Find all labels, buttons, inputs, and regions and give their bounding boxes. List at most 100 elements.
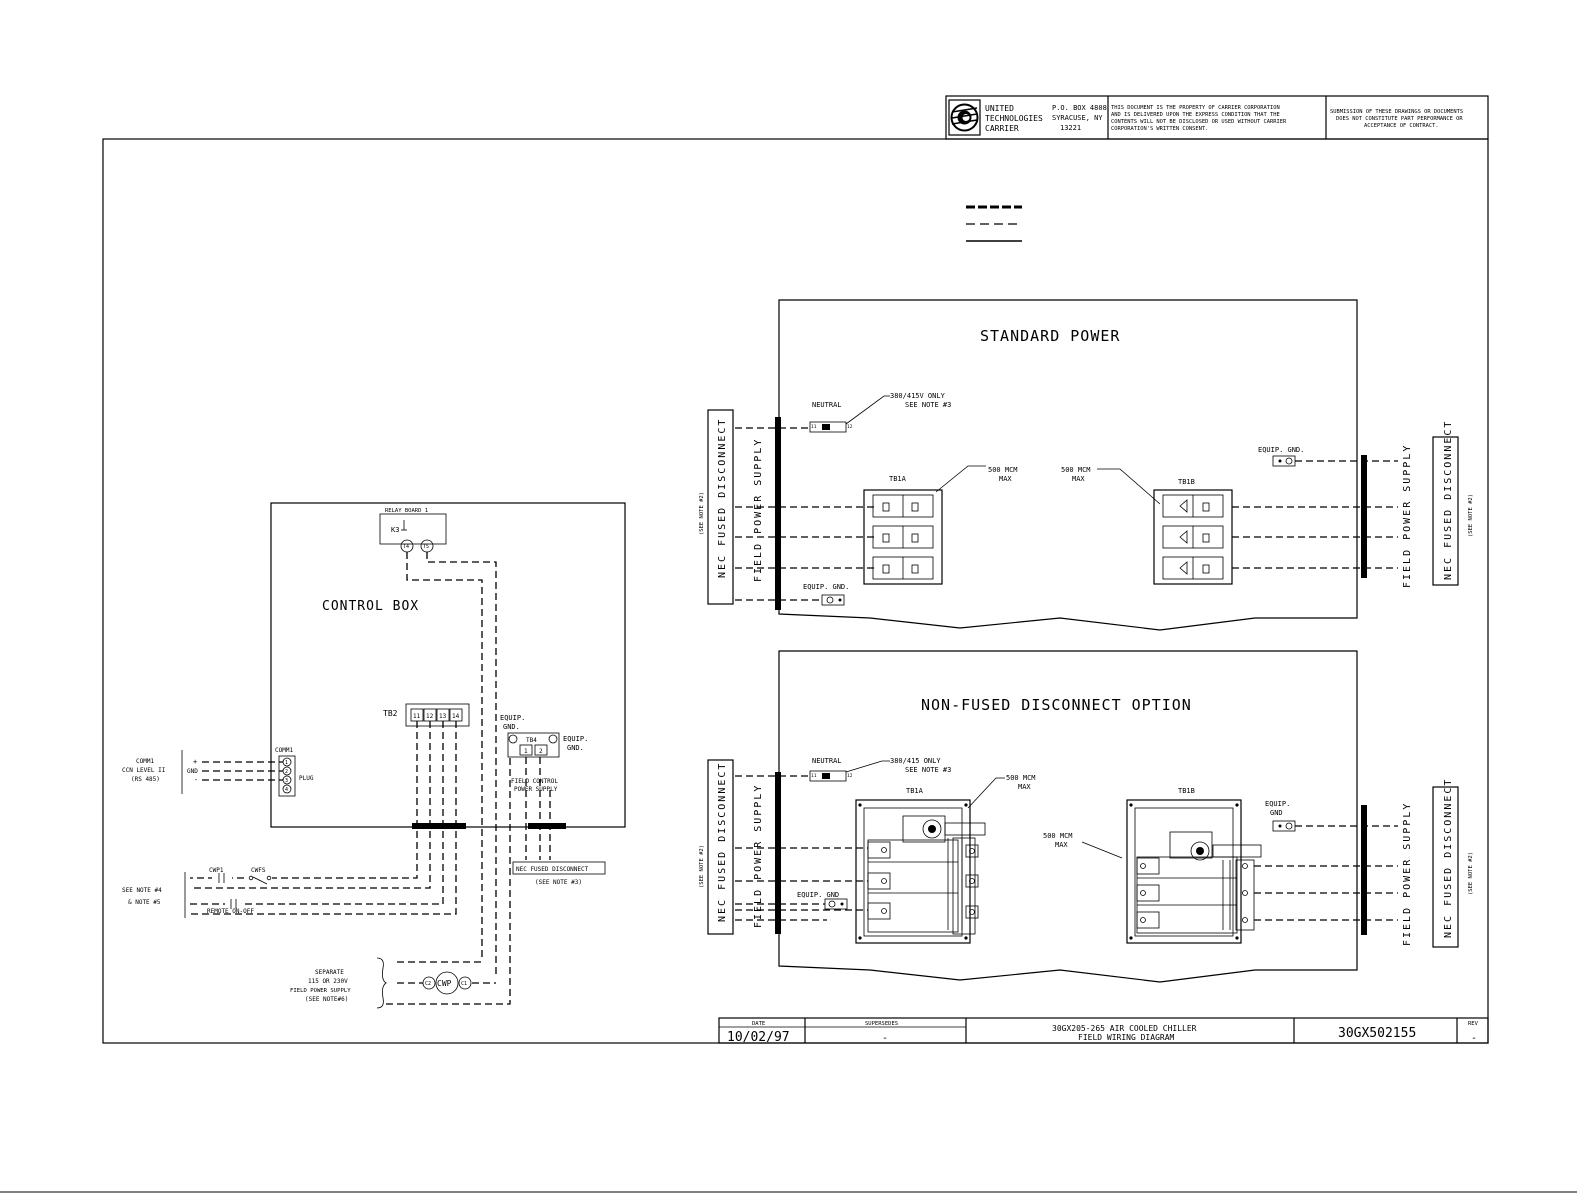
t4-label: T4 [403,544,409,550]
sp-left-disconnect-box [707,409,734,605]
sp-right-disconnect-box [1432,436,1459,586]
sp-volt-note-2: SEE NOTE #3 [905,401,951,409]
see-note4-line1: SEE NOTE #4 [122,887,162,894]
ccn-comm-wiring: COMM1 CCN LEVEL II (RS 485) + GND - [122,750,283,794]
address-line-3: 13221 [1060,124,1081,132]
relay-board-label: RELAY BOARD 1 [385,508,428,514]
tb4-label: TB4 [526,737,537,744]
plug-label: PLUG [299,775,314,782]
nf-equip-gnd-left: EQUIP. GND [797,891,839,899]
ccn-line-2: CCN LEVEL II [122,767,166,774]
company-line-2: TECHNOLOGIES [985,114,1043,123]
nf-right-disconnect-box [1432,786,1459,948]
interlock-contacts: CWP1 CWFS SEE NOTE #4 & NOTE #5 REMOTE O… [122,867,272,918]
sp-tb1a-lugs [872,494,934,580]
nf-tb1a-switch [855,799,986,944]
k3-label: K3 [391,526,399,534]
tb2-term-14: 14 [452,713,460,720]
property-line-4: CORPORATION'S WRITTEN CONSENT. [1111,126,1208,132]
see-note4-line2: & NOTE #5 [128,899,161,906]
comm-term-4: 4 [285,787,288,793]
standard-power-title: STANDARD POWER [980,327,1120,345]
sp-right-note: (SEE NOTE #2) [1468,494,1474,537]
cwp-label: CWP [437,979,452,988]
sp-volt-note-1: 380/415V ONLY [890,392,946,400]
nf-mcm-a-line2: MAX [1018,783,1031,791]
address-line-2: SYRACUSE, NY [1052,114,1103,122]
submission-line-3: ACCEPTANCE OF CONTRACT. [1364,123,1439,129]
drawing-number: 30GX502155 [1338,1026,1416,1041]
nf-volt-note-1: 380/415 ONLY [890,757,941,765]
rev-value: - [1471,1033,1477,1044]
drawing-title-line-1: 30GX205-265 AIR COOLED CHILLER [1052,1024,1197,1033]
separate-line-1: SEPARATE [315,969,344,976]
cwp-pump-icon [435,971,459,995]
ccn-line-3: (RS 485) [131,776,160,783]
tb2-label: TB2 [383,709,398,718]
equip-gnd-b-line1: EQUIP. [563,735,588,743]
nf-tb1b-switch [1126,799,1262,944]
sign-gnd: GND [187,768,198,775]
nf-mcm-b-line1: 500 MCM [1043,832,1073,840]
cwp1-label: CWP1 [209,867,224,874]
non-fused-panel: NON-FUSED DISCONNECT OPTION NEC FUSED DI… [699,650,1474,983]
ground-screw-icon [508,734,518,744]
nf-equip-gnd-right-1: EQUIP. [1265,800,1290,808]
sp-tb1b-label: TB1B [1178,478,1195,486]
separate-line-4: (SEE NOTE#6) [305,996,348,1003]
cwfs-label: CWFS [251,867,266,874]
sp-left-supply-label: FIELD POWER SUPPLY [753,438,764,582]
tb4-term-2: 2 [539,748,543,755]
top-title-block: UNITED TECHNOLOGIES CARRIER P.O. BOX 480… [945,95,1489,140]
sp-left-vertical-label: NEC FUSED DISCONNECT [717,418,728,578]
supersedes-label: SUPERSEDES [865,1021,898,1027]
sp-neutral-label: NEUTRAL [812,401,842,409]
sp-mcm-a-line1: 500 MCM [988,466,1018,474]
nf-equip-gnd-right-2: GND [1270,809,1283,817]
company-line-3: CARRIER [985,124,1019,133]
sp-equip-gnd-right: EQUIP. GND. [1258,446,1304,454]
supersedes-value: - [882,1033,888,1044]
tb2-terminal-block [405,703,470,727]
comm1-plug-label: COMM1 [275,747,293,754]
nf-neutral-11: 11 [811,773,817,779]
sp-neutral-11: 11 [811,424,817,430]
submission-line-2: DOES NOT CONSTITUTE PART PERFORMANCE OR [1336,116,1463,122]
tb2-term-13: 13 [439,713,447,720]
nf-tb1a-label: TB1A [906,787,924,795]
sp-right-supply-label: FIELD POWER SUPPLY [1402,444,1413,588]
sp-tb1b-lugs [1162,494,1224,580]
sp-mcm-b-line2: MAX [1072,475,1085,483]
sp-mcm-b-line1: 500 MCM [1061,466,1091,474]
drawing-border [102,138,1489,1044]
nf-mcm-b-line2: MAX [1055,841,1068,849]
equip-gnd-a-line2: GND. [503,723,520,731]
non-fused-title: NON-FUSED DISCONNECT OPTION [921,696,1192,714]
sp-right-vertical-label: NEC FUSED DISCONNECT [1443,420,1454,580]
c1-label: C1 [461,981,467,987]
property-line-1: THIS DOCUMENT IS THE PROPERTY OF CARRIER… [1111,105,1280,111]
c2-label: C2 [425,981,431,987]
sign-plus: + [193,758,197,766]
sp-mcm-a-line2: MAX [999,475,1012,483]
bottom-title-block: DATE 10/02/97 SUPERSEDES - 30GX205-265 A… [718,1017,1489,1045]
control-nec-fused-label: NEC FUSED DISCONNECT [516,866,589,873]
tb2-term-11: 11 [413,713,421,720]
separate-line-3: FIELD POWER SUPPLY [290,988,351,994]
standard-power-panel: STANDARD POWER NEC FUSED DISCONNECT FIEL… [699,299,1474,631]
nf-left-supply-label: FIELD POWER SUPPLY [753,784,764,928]
comm-term-1: 1 [285,760,288,766]
nf-right-supply-label: FIELD POWER SUPPLY [1402,802,1413,946]
nf-left-note: (SEE NOTE #2) [699,845,705,888]
property-line-3: CONTENTS WILL NOT BE DISCLOSED OR USED W… [1111,119,1287,125]
line-legend [966,205,1022,242]
company-line-1: UNITED [985,104,1014,113]
nf-left-disconnect-box [707,759,734,935]
nf-volt-note-2: SEE NOTE #3 [905,766,951,774]
equip-gnd-a-line1: EQUIP. [500,714,525,722]
nf-neutral-12: 12 [847,773,853,779]
comm-term-2: 2 [285,769,288,775]
tb2-term-12: 12 [426,713,434,720]
submission-line-1: SUBMISSION OF THESE DRAWINGS OR DOCUMENT… [1330,109,1463,115]
